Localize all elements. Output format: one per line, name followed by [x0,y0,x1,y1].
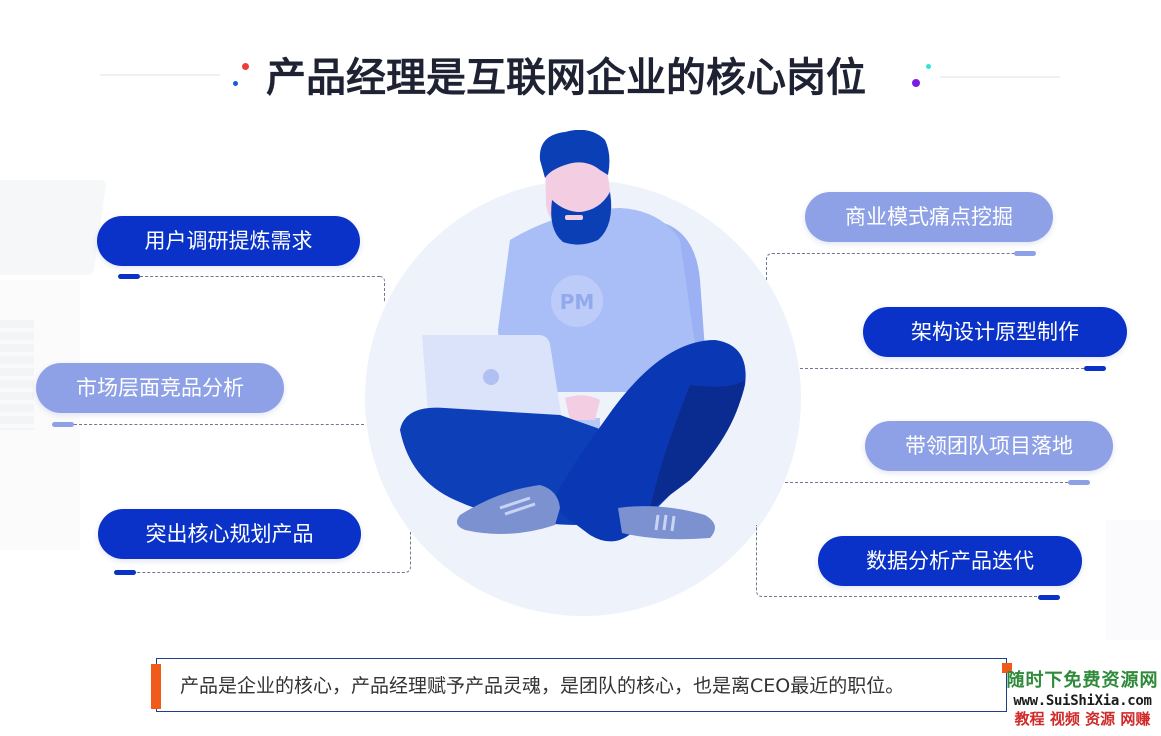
watermark-url: www.SuiShiXia.com [1013,693,1152,709]
watermark-tagline: 教程 视频 资源 网赚 [1014,710,1151,728]
right-item-label: 架构设计原型制作 [911,320,1079,344]
right-item-0-tab [1014,251,1036,256]
left-item-label: 用户调研提炼需求 [144,229,313,253]
watermark-site-name: 随时下免费资源网 [1006,670,1159,691]
decor-dot-cyan-icon [926,64,931,69]
page-title: 产品经理是互联网企业的核心岗位 [266,55,866,101]
title-divider-right [940,76,1060,78]
connector-line [800,368,1084,369]
right-item-3-tab [1038,595,1060,600]
right-item-business-model: 商业模式痛点挖掘 [805,192,1053,242]
left-item-core-planning: 突出核心规划产品 [98,509,361,559]
connector-line [74,424,364,425]
connector-line [766,253,1014,281]
right-item-team-delivery: 带领团队项目落地 [865,421,1113,471]
footer-accent-square [1002,663,1012,673]
left-item-market-analysis: 市场层面竞品分析 [36,363,284,413]
left-item-0-tab [118,274,140,279]
pm-badge: PM [560,290,595,314]
decor-dot-purple-icon [912,79,920,87]
right-item-label: 带领团队项目落地 [905,434,1073,458]
footer-quote-text: 产品是企业的核心，产品经理赋予产品灵魂，是团队的核心，也是离CEO最近的职位。 [180,675,905,697]
background-keyboard-shape [0,320,34,430]
connector-line [136,532,411,573]
title-area: 产品经理是互联网企业的核心岗位 [0,48,1161,108]
footer-accent-bar [151,664,161,709]
right-item-data-analysis: 数据分析产品迭代 [818,536,1082,586]
background-laptop-shape [0,180,107,275]
right-item-label: 商业模式痛点挖掘 [845,205,1013,229]
background-decoration-right [1106,520,1161,640]
connector-line [756,525,1038,597]
connector-line [380,276,385,302]
decor-dot-red-icon [242,63,249,70]
watermark: 随时下免费资源网 www.SuiShiXia.com 教程 视频 资源 网赚 [1004,672,1161,727]
right-item-2-tab [1068,480,1090,485]
left-item-label: 市场层面竞品分析 [76,376,244,400]
product-manager-illustration-icon: PM [400,130,746,542]
footer-quote-box [156,658,1007,712]
left-item-user-research: 用户调研提炼需求 [97,216,360,266]
right-item-label: 数据分析产品迭代 [866,549,1034,573]
right-item-architecture-design: 架构设计原型制作 [863,307,1127,357]
title-divider-left [100,74,220,76]
left-item-label: 突出核心规划产品 [145,522,314,546]
decor-dot-blue-icon [233,81,238,86]
connector-line [140,276,380,277]
left-item-2-tab [114,570,136,575]
connector-line [785,482,1068,483]
left-item-1-tab [52,422,74,427]
right-item-1-tab [1084,366,1106,371]
